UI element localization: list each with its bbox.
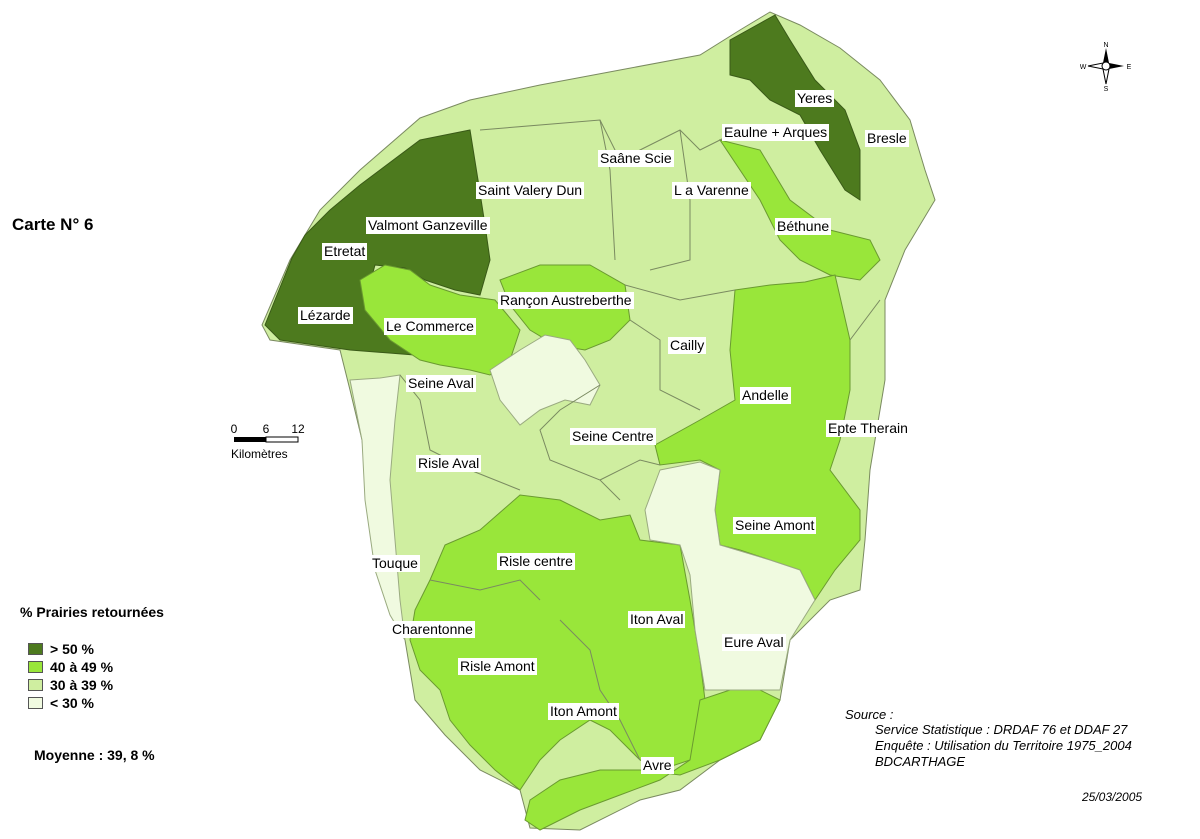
compass-s: S <box>1104 86 1109 92</box>
zone-eure-aval <box>644 461 816 691</box>
source-heading: Source : <box>845 707 894 722</box>
zone-yeres <box>729 14 861 201</box>
mean-value: Moyenne : 39, 8 % <box>34 747 155 763</box>
legend: > 50 % 40 à 49 % 30 à 39 % < 30 % <box>28 640 113 712</box>
region-label: Epte Therain <box>826 420 910 437</box>
legend-swatch <box>28 697 43 709</box>
legend-item: < 30 % <box>28 694 113 712</box>
source-line: BDCARTHAGE <box>875 754 966 769</box>
scale-unit: Kilomètres <box>231 447 288 461</box>
region-label: Le Commerce <box>384 318 476 335</box>
date: 25/03/2005 <box>1082 790 1143 804</box>
legend-swatch <box>28 643 43 655</box>
legend-item: > 50 % <box>28 640 113 658</box>
legend-swatch <box>28 679 43 691</box>
zone-risle-iton <box>409 494 706 791</box>
region-label: Seine Aval <box>406 375 476 392</box>
region-label: Iton Aval <box>628 611 686 628</box>
zone-seine-aval <box>489 334 601 426</box>
compass-n: N <box>1103 42 1108 49</box>
region-label: Andelle <box>740 387 791 404</box>
region-label: Seine Amont <box>733 517 817 534</box>
source-line: Enquête : Utilisation du Territoire 1975… <box>875 738 1132 753</box>
source-line: Service Statistique : DRDAF 76 et DDAF 2… <box>875 722 1128 737</box>
region-label: Seine Centre <box>570 428 656 445</box>
region-label: Etretat <box>322 243 368 260</box>
legend-title: % Prairies retournées <box>20 604 164 620</box>
source-block: Source : Service Statistique : DRDAF 76 … <box>845 707 1132 770</box>
region-label: Bresle <box>865 130 909 147</box>
region-label: Risle centre <box>497 553 575 570</box>
region-label: Saâne Scie <box>598 150 674 167</box>
region-label: Eure Aval <box>722 634 786 651</box>
scale-tick-12: 12 <box>291 422 305 436</box>
region-label: Touque <box>370 555 420 572</box>
region-label: Charentonne <box>390 621 475 638</box>
legend-label: 40 à 49 % <box>50 659 114 675</box>
legend-swatch <box>28 661 43 673</box>
region-label: Risle Aval <box>416 455 482 472</box>
region-label: Valmont Ganzeville <box>366 217 490 234</box>
region-label: Yeres <box>795 90 835 107</box>
legend-item: 30 à 39 % <box>28 676 113 694</box>
legend-label: 30 à 39 % <box>50 677 114 693</box>
region-label: Saint Valery Dun <box>476 182 585 199</box>
legend-item: 40 à 49 % <box>28 658 113 676</box>
compass-w: W <box>1080 64 1087 71</box>
legend-label: < 30 % <box>50 695 94 711</box>
compass-e: E <box>1127 64 1132 71</box>
compass-icon: N S W E <box>1080 42 1132 92</box>
region-label: Lézarde <box>298 307 353 324</box>
scale-tick-6: 6 <box>263 422 270 436</box>
scale-bar: 0 6 12 Kilomètres <box>231 422 305 461</box>
scale-tick-0: 0 <box>231 422 238 436</box>
region-label: Iton Amont <box>548 703 619 720</box>
region-label: Risle Amont <box>458 658 537 675</box>
region-label: Avre <box>641 757 674 774</box>
map-title: Carte N° 6 <box>12 215 94 234</box>
region-label: Rançon Austreberthe <box>498 292 634 309</box>
region-label: Eaulne + Arques <box>722 124 830 141</box>
region-label: Béthune <box>775 218 832 235</box>
legend-label: > 50 % <box>50 641 94 657</box>
region-label: L a Varenne <box>672 182 751 199</box>
region-label: Cailly <box>668 337 707 354</box>
